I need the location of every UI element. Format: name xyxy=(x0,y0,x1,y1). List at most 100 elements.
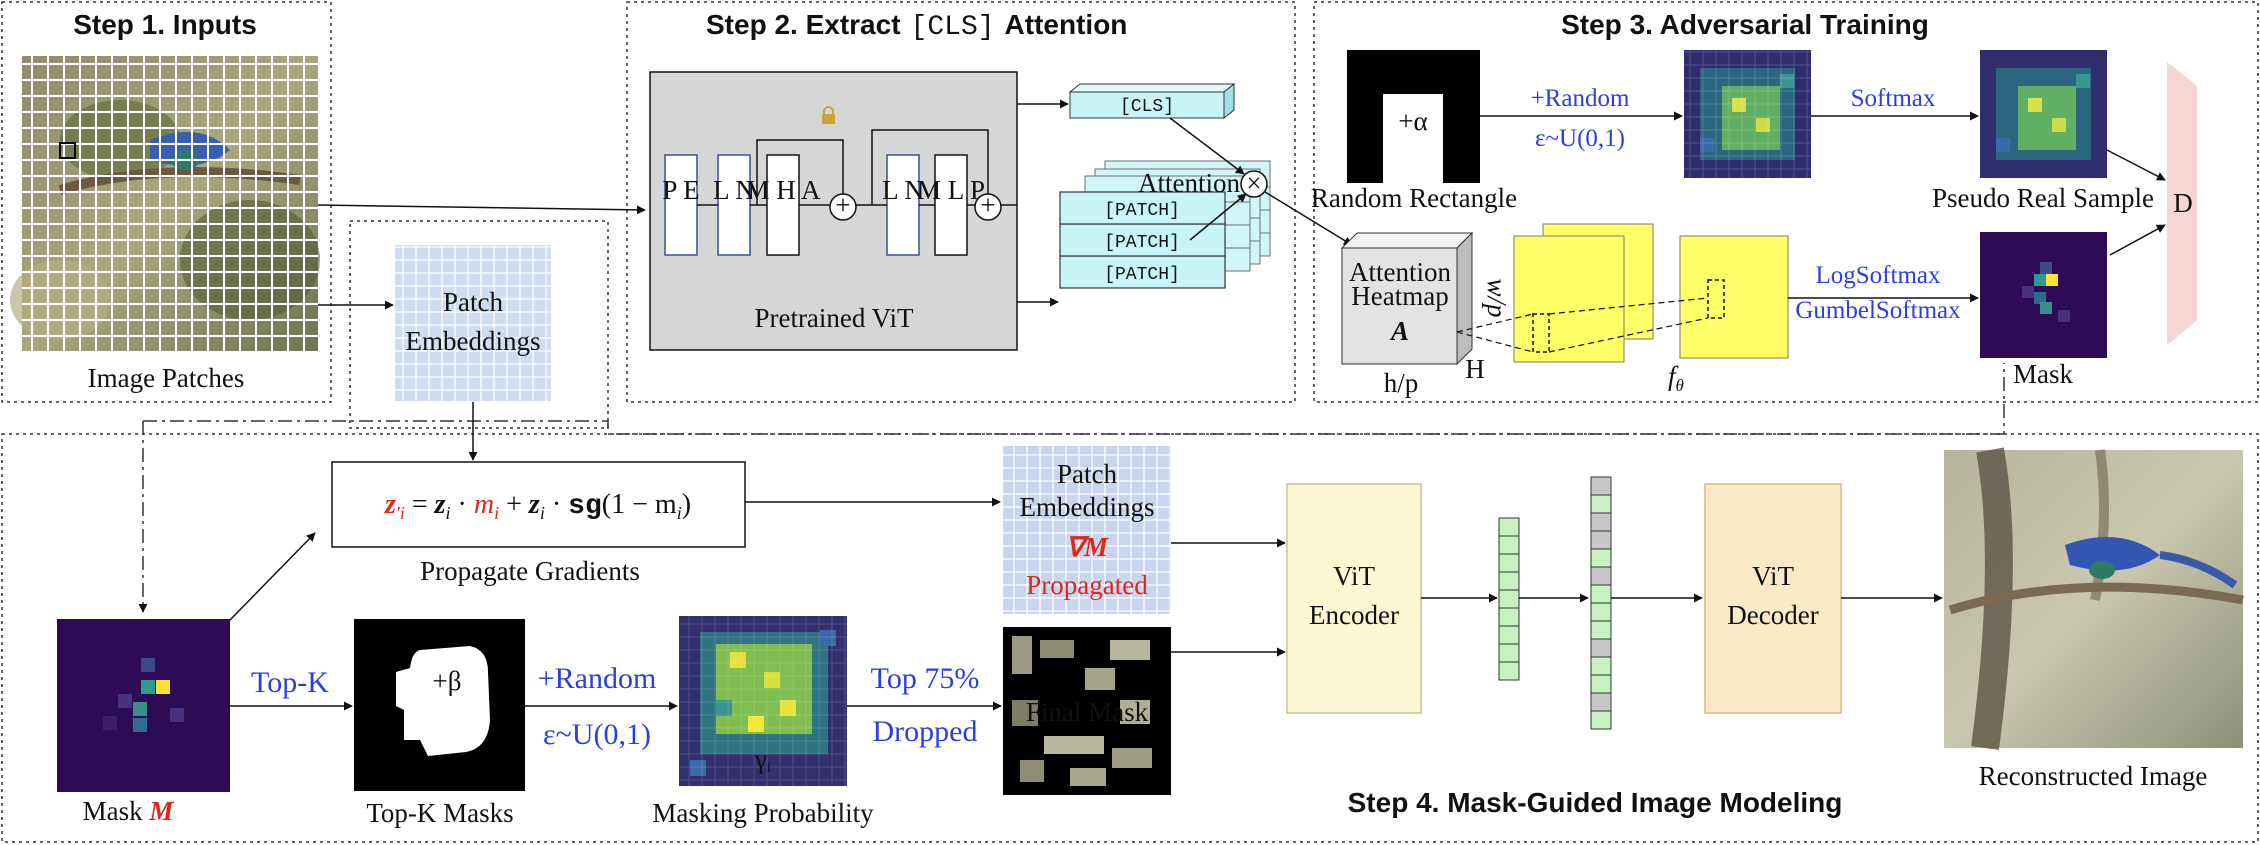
residual-add-1-sign: + xyxy=(835,190,850,220)
top-k-masks: +β xyxy=(354,619,525,791)
heatmap-label-1: Attention xyxy=(1349,257,1451,287)
alpha-text: +α xyxy=(1398,106,1427,136)
mask-M-label: Mask M xyxy=(83,796,175,826)
patch-token-stack: [PATCH] [PATCH] [PATCH] xyxy=(1059,160,1271,289)
vit-blocks: P E L N M H A L N M L P + + xyxy=(662,129,1017,256)
step2-title-pre: Step 2. Extract xyxy=(706,9,901,40)
block-mlp-label: M L P xyxy=(917,175,985,205)
random-rectangle: +α xyxy=(1347,50,1480,183)
random-rectangle-label: Random Rectangle xyxy=(1311,183,1517,213)
image-patches-label: Image Patches xyxy=(88,363,245,393)
final-mask xyxy=(1003,627,1171,795)
full-token-sequence xyxy=(1590,476,1612,730)
block-pe xyxy=(664,154,698,256)
block-ln1 xyxy=(717,154,751,256)
lock-icon xyxy=(822,106,835,124)
step3-title: Step 3. Adversarial Training xyxy=(1561,9,1929,40)
f-theta-label: fθ xyxy=(1668,361,1684,395)
step2-title-cls: [CLS] xyxy=(911,12,995,43)
h-over-p-label: h/p xyxy=(1384,368,1419,398)
block-ln2 xyxy=(886,154,920,256)
discriminator-label: D xyxy=(2173,188,2193,218)
eps-label: ε~U(0,1) xyxy=(1535,125,1625,152)
step2-title: Step 2. Extract [CLS] Attention xyxy=(706,9,1127,43)
f-theta-network xyxy=(1456,223,1789,363)
cls-token-label: [CLS] xyxy=(1120,97,1174,117)
H-label: H xyxy=(1465,354,1485,384)
noisy-heatmap xyxy=(1684,50,1811,178)
block-ln1-label: L N xyxy=(713,175,755,205)
patch-token-3: [PATCH] xyxy=(1104,265,1180,285)
step4-plus-random: +Random xyxy=(538,662,657,695)
reconstructed-image-label: Reconstructed Image xyxy=(1979,761,2208,791)
top-k-masks-label: Top-K Masks xyxy=(366,798,513,828)
block-mha xyxy=(766,154,800,256)
input-image xyxy=(10,56,320,352)
vit-decoder-line1: ViT xyxy=(1752,561,1794,591)
arrow-image-to-vit xyxy=(317,204,646,215)
encoded-tokens xyxy=(1498,517,1520,681)
reconstructed-image xyxy=(1944,447,2244,750)
vit-encoder-line1: ViT xyxy=(1333,561,1375,591)
step1-title: Step 1. Inputs xyxy=(73,9,257,40)
step4-title: Step 4. Mask-Guided Image Modeling xyxy=(1348,787,1843,818)
patch-embeddings-frame xyxy=(349,220,609,429)
patch-embeddings-grid xyxy=(395,245,551,401)
heatmap-label-3: A xyxy=(1389,316,1409,346)
vit-encoder-line2: Encoder xyxy=(1309,600,1399,630)
pe-prop-line1: Patch xyxy=(1057,459,1117,489)
masking-probability-label: Masking Probability xyxy=(652,798,874,828)
attention-multiply xyxy=(1240,170,1268,198)
pe-prop-line2: Embeddings xyxy=(1020,492,1155,522)
vit-decoder-line2: Decoder xyxy=(1727,600,1818,630)
final-mask-label: Final Mask xyxy=(1026,697,1149,727)
block-mlp xyxy=(934,154,968,256)
arrow-mask-to-d xyxy=(2109,224,2166,256)
patch-token-1: [PATCH] xyxy=(1104,201,1180,221)
logsoftmax-label: LogSoftmax xyxy=(1816,262,1941,289)
block-ln2-label: L N xyxy=(882,175,924,205)
attention-heatmap-cube xyxy=(1340,231,1474,366)
reconstructed-bird xyxy=(2065,537,2160,571)
beta-text: +β xyxy=(433,666,462,696)
patch-embeddings-line1: Patch xyxy=(443,287,503,317)
pe-prop-grad: ∇M xyxy=(1066,532,1109,562)
vit-decoder-box xyxy=(1704,483,1842,714)
step2-title-post: Attention xyxy=(1005,9,1128,40)
block-pe-label: P E xyxy=(662,175,699,205)
formula-box xyxy=(331,461,746,548)
mask-M xyxy=(57,619,230,792)
mask-small xyxy=(1980,232,2107,358)
patch-token-2: [PATCH] xyxy=(1104,233,1180,253)
heatmap-label-2: Heatmap xyxy=(1351,281,1448,311)
arrow-cls-to-multiply xyxy=(1169,117,1245,175)
selected-patch xyxy=(59,142,76,159)
pe-prop-line4: Propagated xyxy=(1026,570,1148,600)
arrow-real-to-d xyxy=(2106,149,2166,181)
arrow-mask-to-formula xyxy=(229,532,316,621)
cls-token: [CLS] xyxy=(1068,82,1236,120)
vit-encoder-box xyxy=(1286,483,1422,714)
attention-label: Attention xyxy=(1138,168,1240,198)
softmax-label: Softmax xyxy=(1851,85,1936,112)
plus-random-label: +Random xyxy=(1531,85,1630,112)
residual-add-2-sign: + xyxy=(980,190,995,220)
pseudo-real-heatmap xyxy=(1980,50,2107,178)
attention-multiply-sign: × xyxy=(1246,168,1261,198)
dropped-label: Dropped xyxy=(873,715,978,748)
top75-label: Top 75% xyxy=(871,662,980,695)
mask-feedback-line xyxy=(143,363,2005,435)
pretrained-vit-label: Pretrained ViT xyxy=(754,303,914,333)
masking-probability-map: γi xyxy=(679,616,847,786)
pseudo-real-label: Pseudo Real Sample xyxy=(1932,183,2154,213)
gumbelsoftmax-label: GumbelSoftmax xyxy=(1795,297,1961,324)
arrow-patches-to-multiply xyxy=(1189,193,1247,241)
formula: z′i = zi · mi + zi · sg(1 − mi) xyxy=(384,489,691,523)
patch-embeddings-line2: Embeddings xyxy=(406,326,541,356)
patch-embeddings-propagated xyxy=(1003,446,1171,614)
block-mha-label: M H A xyxy=(745,175,821,205)
step3-frame xyxy=(1313,1,2259,403)
top-k-label: Top-K xyxy=(251,666,329,699)
arrow-to-heatmap xyxy=(1264,191,1353,246)
step2-frame xyxy=(626,1,1296,403)
